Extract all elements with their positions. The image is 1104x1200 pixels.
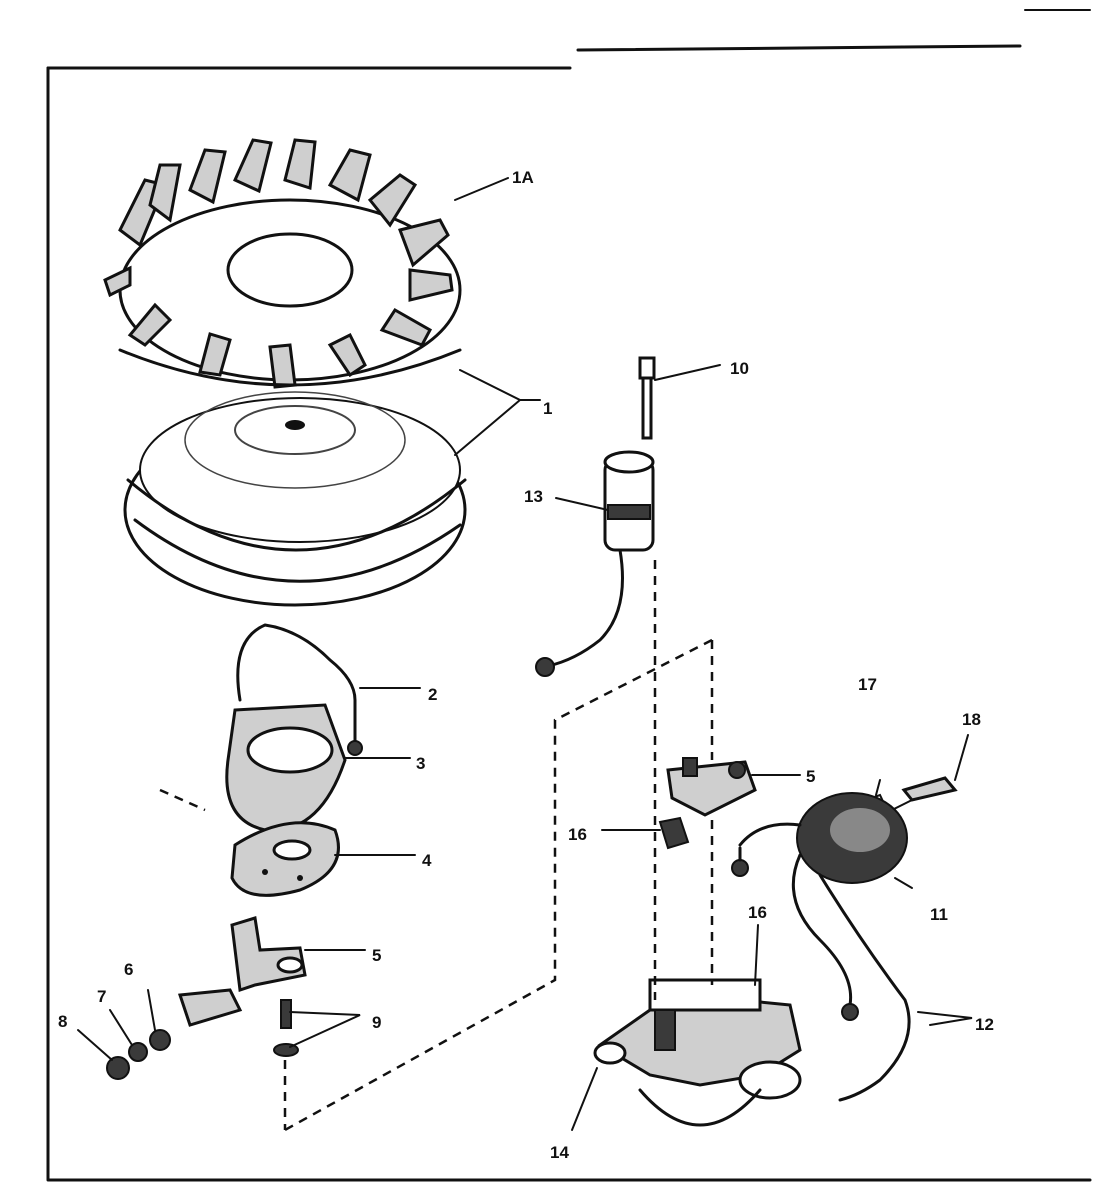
label-17: 17 bbox=[858, 675, 877, 694]
connector-18 bbox=[901, 776, 958, 802]
fan-blower-1a bbox=[103, 138, 462, 389]
bolt-10 bbox=[638, 356, 656, 440]
leader-lines bbox=[77, 177, 973, 1131]
label-14: 14 bbox=[550, 1143, 569, 1162]
leads-12 bbox=[791, 853, 911, 1102]
label-4: 4 bbox=[422, 851, 432, 870]
bracket-5-left bbox=[177, 916, 307, 1027]
part-labels: 1A 1 2 3 4 5 6 7 8 9 10 11 12 13 14 5 16… bbox=[58, 168, 994, 1162]
ignition-coil-11 bbox=[731, 792, 908, 884]
cover-plate-4 bbox=[230, 821, 340, 897]
label-7: 7 bbox=[97, 987, 106, 1006]
label-12: 12 bbox=[975, 1015, 994, 1034]
condenser-13 bbox=[535, 450, 655, 677]
insulator-16 bbox=[658, 816, 690, 850]
plate-3 bbox=[225, 703, 347, 832]
label-9: 9 bbox=[372, 1013, 381, 1032]
screws-9 bbox=[273, 999, 299, 1057]
label-1a: 1A bbox=[512, 168, 534, 187]
label-8: 8 bbox=[58, 1012, 67, 1031]
label-13: 13 bbox=[524, 487, 543, 506]
terminal-block-5-right bbox=[666, 757, 757, 817]
nuts-washers-6-7-8 bbox=[106, 1029, 171, 1080]
flywheel-1 bbox=[123, 369, 522, 607]
label-5-left: 5 bbox=[372, 946, 381, 965]
label-3: 3 bbox=[416, 754, 425, 773]
wire-spring-2 bbox=[236, 623, 363, 756]
label-10: 10 bbox=[730, 359, 749, 378]
label-16-left: 16 bbox=[568, 825, 587, 844]
label-2: 2 bbox=[428, 685, 437, 704]
label-18: 18 bbox=[962, 710, 981, 729]
label-5-right: 5 bbox=[806, 767, 815, 786]
breaker-base-14 bbox=[593, 978, 802, 1127]
label-16-right: 16 bbox=[748, 903, 767, 922]
assembly-guide-lines bbox=[159, 560, 714, 1132]
label-1: 1 bbox=[543, 399, 552, 418]
frame-border bbox=[46, 9, 1092, 1182]
label-6: 6 bbox=[124, 960, 133, 979]
label-11: 11 bbox=[930, 905, 948, 924]
